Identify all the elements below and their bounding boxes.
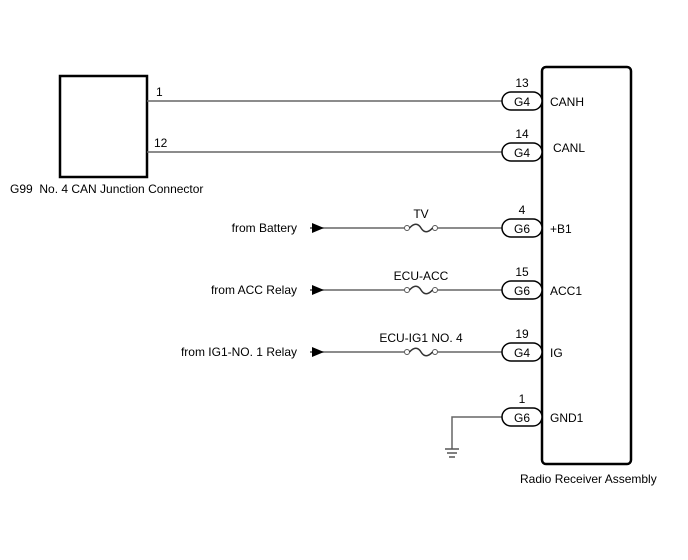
arrow-icon	[312, 347, 324, 357]
terminal-canl: CANL	[553, 141, 585, 155]
arrow-icon	[312, 223, 324, 233]
source-label: from Battery	[232, 221, 297, 235]
terminal-ig: IG	[550, 346, 563, 360]
junction-pin-12: 12	[154, 136, 168, 150]
ecu-label: Radio Receiver Assembly	[520, 472, 657, 486]
terminal--b1: +B1	[550, 222, 572, 236]
fuse-terminal	[404, 225, 410, 231]
fuse-terminal	[432, 225, 438, 231]
connector-g6	[501, 407, 543, 427]
pin-number: 14	[515, 127, 529, 141]
connector-g6	[501, 280, 543, 300]
terminal-canh: CANH	[550, 95, 584, 109]
connector-g6	[501, 218, 543, 238]
fuse-terminal	[432, 349, 438, 355]
fuse-icon	[408, 347, 434, 357]
fuse-terminal	[432, 287, 438, 293]
source-label: from ACC Relay	[211, 283, 297, 297]
pin-number: 13	[515, 76, 529, 90]
fuse-icon	[408, 285, 434, 295]
arrow-icon	[312, 285, 324, 295]
fuse-terminal	[404, 287, 410, 293]
connector-label: G6	[514, 411, 530, 425]
fuse-label: ECU-ACC	[394, 269, 449, 283]
connector-label: G6	[514, 284, 530, 298]
pin-number: 1	[519, 392, 526, 406]
junction-connector: G99 No. 4 CAN Junction Connector 1 12	[10, 74, 203, 196]
connector-label: G4	[514, 346, 530, 360]
pin-number: 19	[515, 327, 529, 341]
connector-label: G4	[514, 146, 530, 160]
connector-g4	[501, 91, 543, 111]
source-label: from IG1-NO. 1 Relay	[181, 345, 297, 359]
connector-label: G6	[514, 222, 530, 236]
junction-connector-box	[58, 74, 149, 179]
ecu-box	[540, 65, 633, 466]
wire-ground	[451, 416, 502, 449]
fuse-icon	[408, 223, 434, 233]
pin-number: 4	[519, 203, 526, 217]
connector-g4	[501, 142, 543, 162]
radio-receiver-assembly: Radio Receiver Assembly	[520, 65, 657, 486]
connector-label: G4	[514, 95, 530, 109]
fuse-label: TV	[413, 207, 428, 221]
fuse-label: ECU-IG1 NO. 4	[379, 331, 463, 345]
junction-pin-1: 1	[156, 85, 163, 99]
junction-connector-label: G99 No. 4 CAN Junction Connector	[10, 182, 203, 196]
terminal-acc1: ACC1	[550, 284, 582, 298]
terminal-gnd1: GND1	[550, 411, 584, 425]
pin-number: 15	[515, 265, 529, 279]
fuse-terminal	[404, 349, 410, 355]
connector-g4	[501, 342, 543, 362]
